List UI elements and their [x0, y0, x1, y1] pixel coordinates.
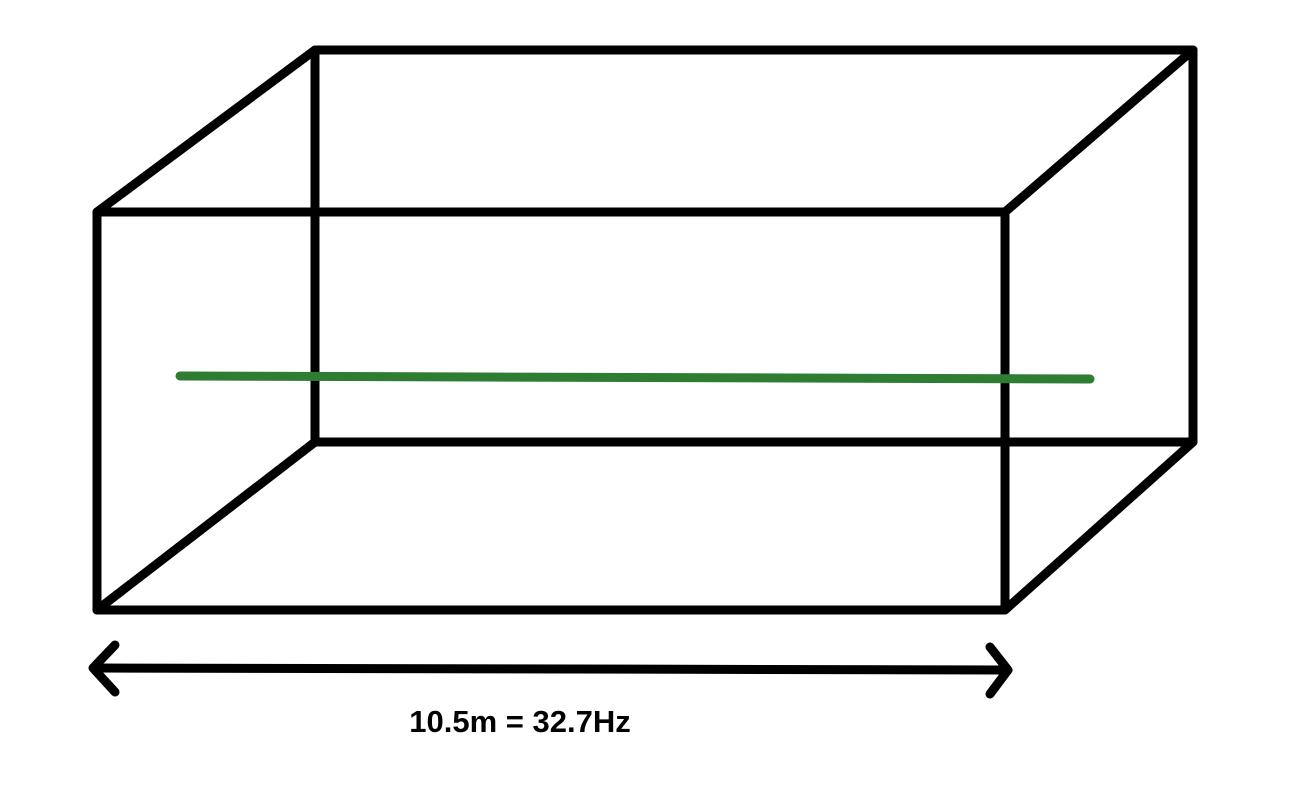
- axial-mode-line: [175, 371, 1095, 384]
- room-box: [92, 45, 1198, 615]
- length-dimension-arrow: [88, 640, 1013, 699]
- front-face: [92, 207, 1010, 615]
- edge-bottom-left: [92, 437, 320, 615]
- arrow-head-right: [985, 642, 1013, 699]
- edge-top-right: [1000, 45, 1198, 217]
- edge-bottom-right: [1000, 437, 1198, 615]
- edge-top-left: [92, 45, 320, 217]
- arrow-head-left: [88, 640, 120, 697]
- arrow-shaft: [92, 663, 1010, 675]
- dimension-label: 10.5m = 32.7Hz: [409, 704, 631, 739]
